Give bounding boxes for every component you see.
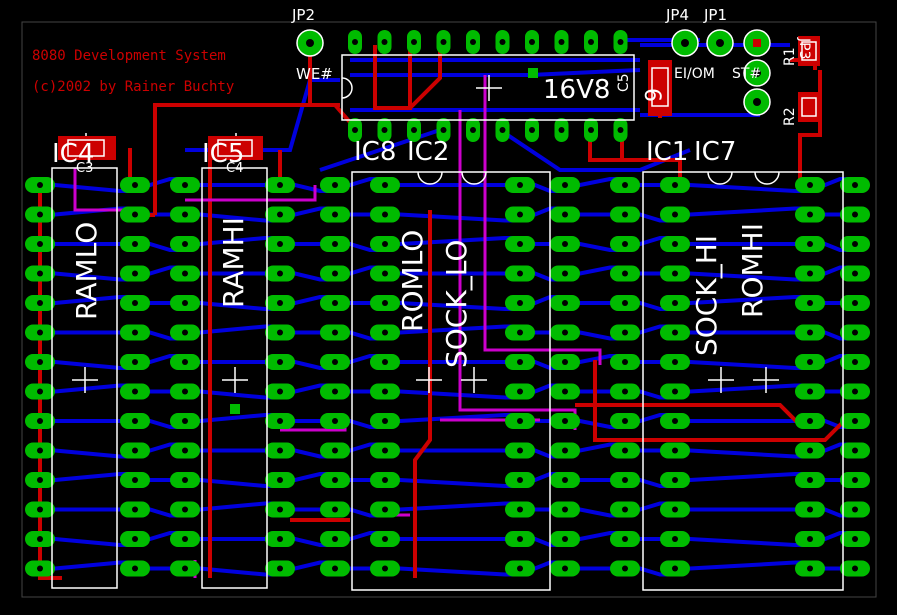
ic4-outline (51, 167, 118, 589)
chip-romhi: ROMHI (736, 223, 769, 318)
r1-body (798, 36, 820, 66)
label-jp3: JP3 (796, 37, 812, 59)
chip-romlo: ROMLO (396, 230, 429, 332)
label-jp4: JP4 (665, 6, 689, 24)
via-square (230, 404, 240, 414)
chip-ramlo: RAMLO (70, 222, 103, 320)
chip-sock-lo: SOCK_LO (440, 240, 473, 368)
label-we: WE# (296, 65, 333, 83)
label-ic8: IC8 (354, 137, 396, 167)
r2-body (798, 92, 820, 122)
label-ic6: 6 (639, 88, 664, 102)
note-title: 8080 Development System (32, 48, 226, 64)
ic1-ic7-outline (642, 171, 844, 591)
label-ic7: IC7 (694, 137, 736, 167)
ic8-notch (417, 171, 443, 185)
label-ic2: IC2 (407, 137, 449, 167)
label-c3: C3 (76, 161, 93, 176)
label-c5: C5 (616, 73, 632, 92)
label-st: ST# (732, 66, 761, 82)
note-copyright: (c)2002 by Rainer Buchty (32, 79, 234, 95)
chip-sock-hi: SOCK_HI (690, 235, 723, 356)
label-ei: EI/OM (674, 66, 715, 82)
ic5-outline (201, 167, 268, 589)
ic2-notch (461, 171, 487, 185)
label-c4: C4 (226, 161, 243, 176)
gal-notch (341, 77, 353, 99)
label-gal: 16V8 (543, 75, 610, 105)
label-r1: R1 (782, 47, 798, 66)
board-outline (21, 21, 877, 598)
label-ic1: IC1 (646, 137, 688, 167)
label-jp2: JP2 (291, 6, 315, 24)
label-ic5: IC5 (202, 139, 244, 169)
pad-grid (25, 30, 870, 577)
ic1-notch (707, 171, 733, 185)
jumpers (296, 29, 771, 116)
gal-outline (341, 54, 635, 121)
ic7-notch (754, 171, 780, 185)
label-ic4: IC4 (52, 139, 94, 169)
label-jp1: JP1 (703, 6, 727, 24)
label-r2: R2 (782, 107, 798, 126)
chip-ramhi: RAMHI (217, 217, 250, 308)
ic8-ic2-outline (351, 171, 551, 591)
smd-parts (58, 36, 820, 414)
